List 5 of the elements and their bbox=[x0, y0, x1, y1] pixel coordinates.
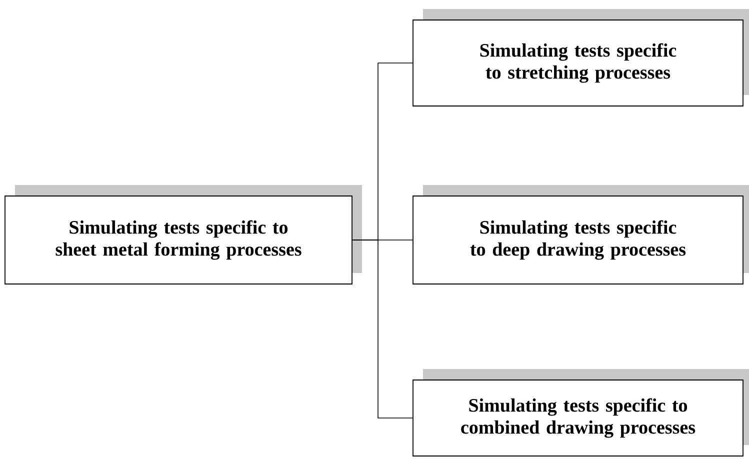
process-box: Simulating tests specific to sheet metal forming processes bbox=[4, 185, 362, 284]
process-box: Simulating tests specific to deep drawing processes bbox=[412, 185, 749, 284]
process-box: Simulating tests specific to stretching processes bbox=[412, 9, 749, 106]
connector-line bbox=[352, 240, 413, 418]
process-box: Simulating tests specific to combined drawing processes bbox=[412, 369, 749, 456]
